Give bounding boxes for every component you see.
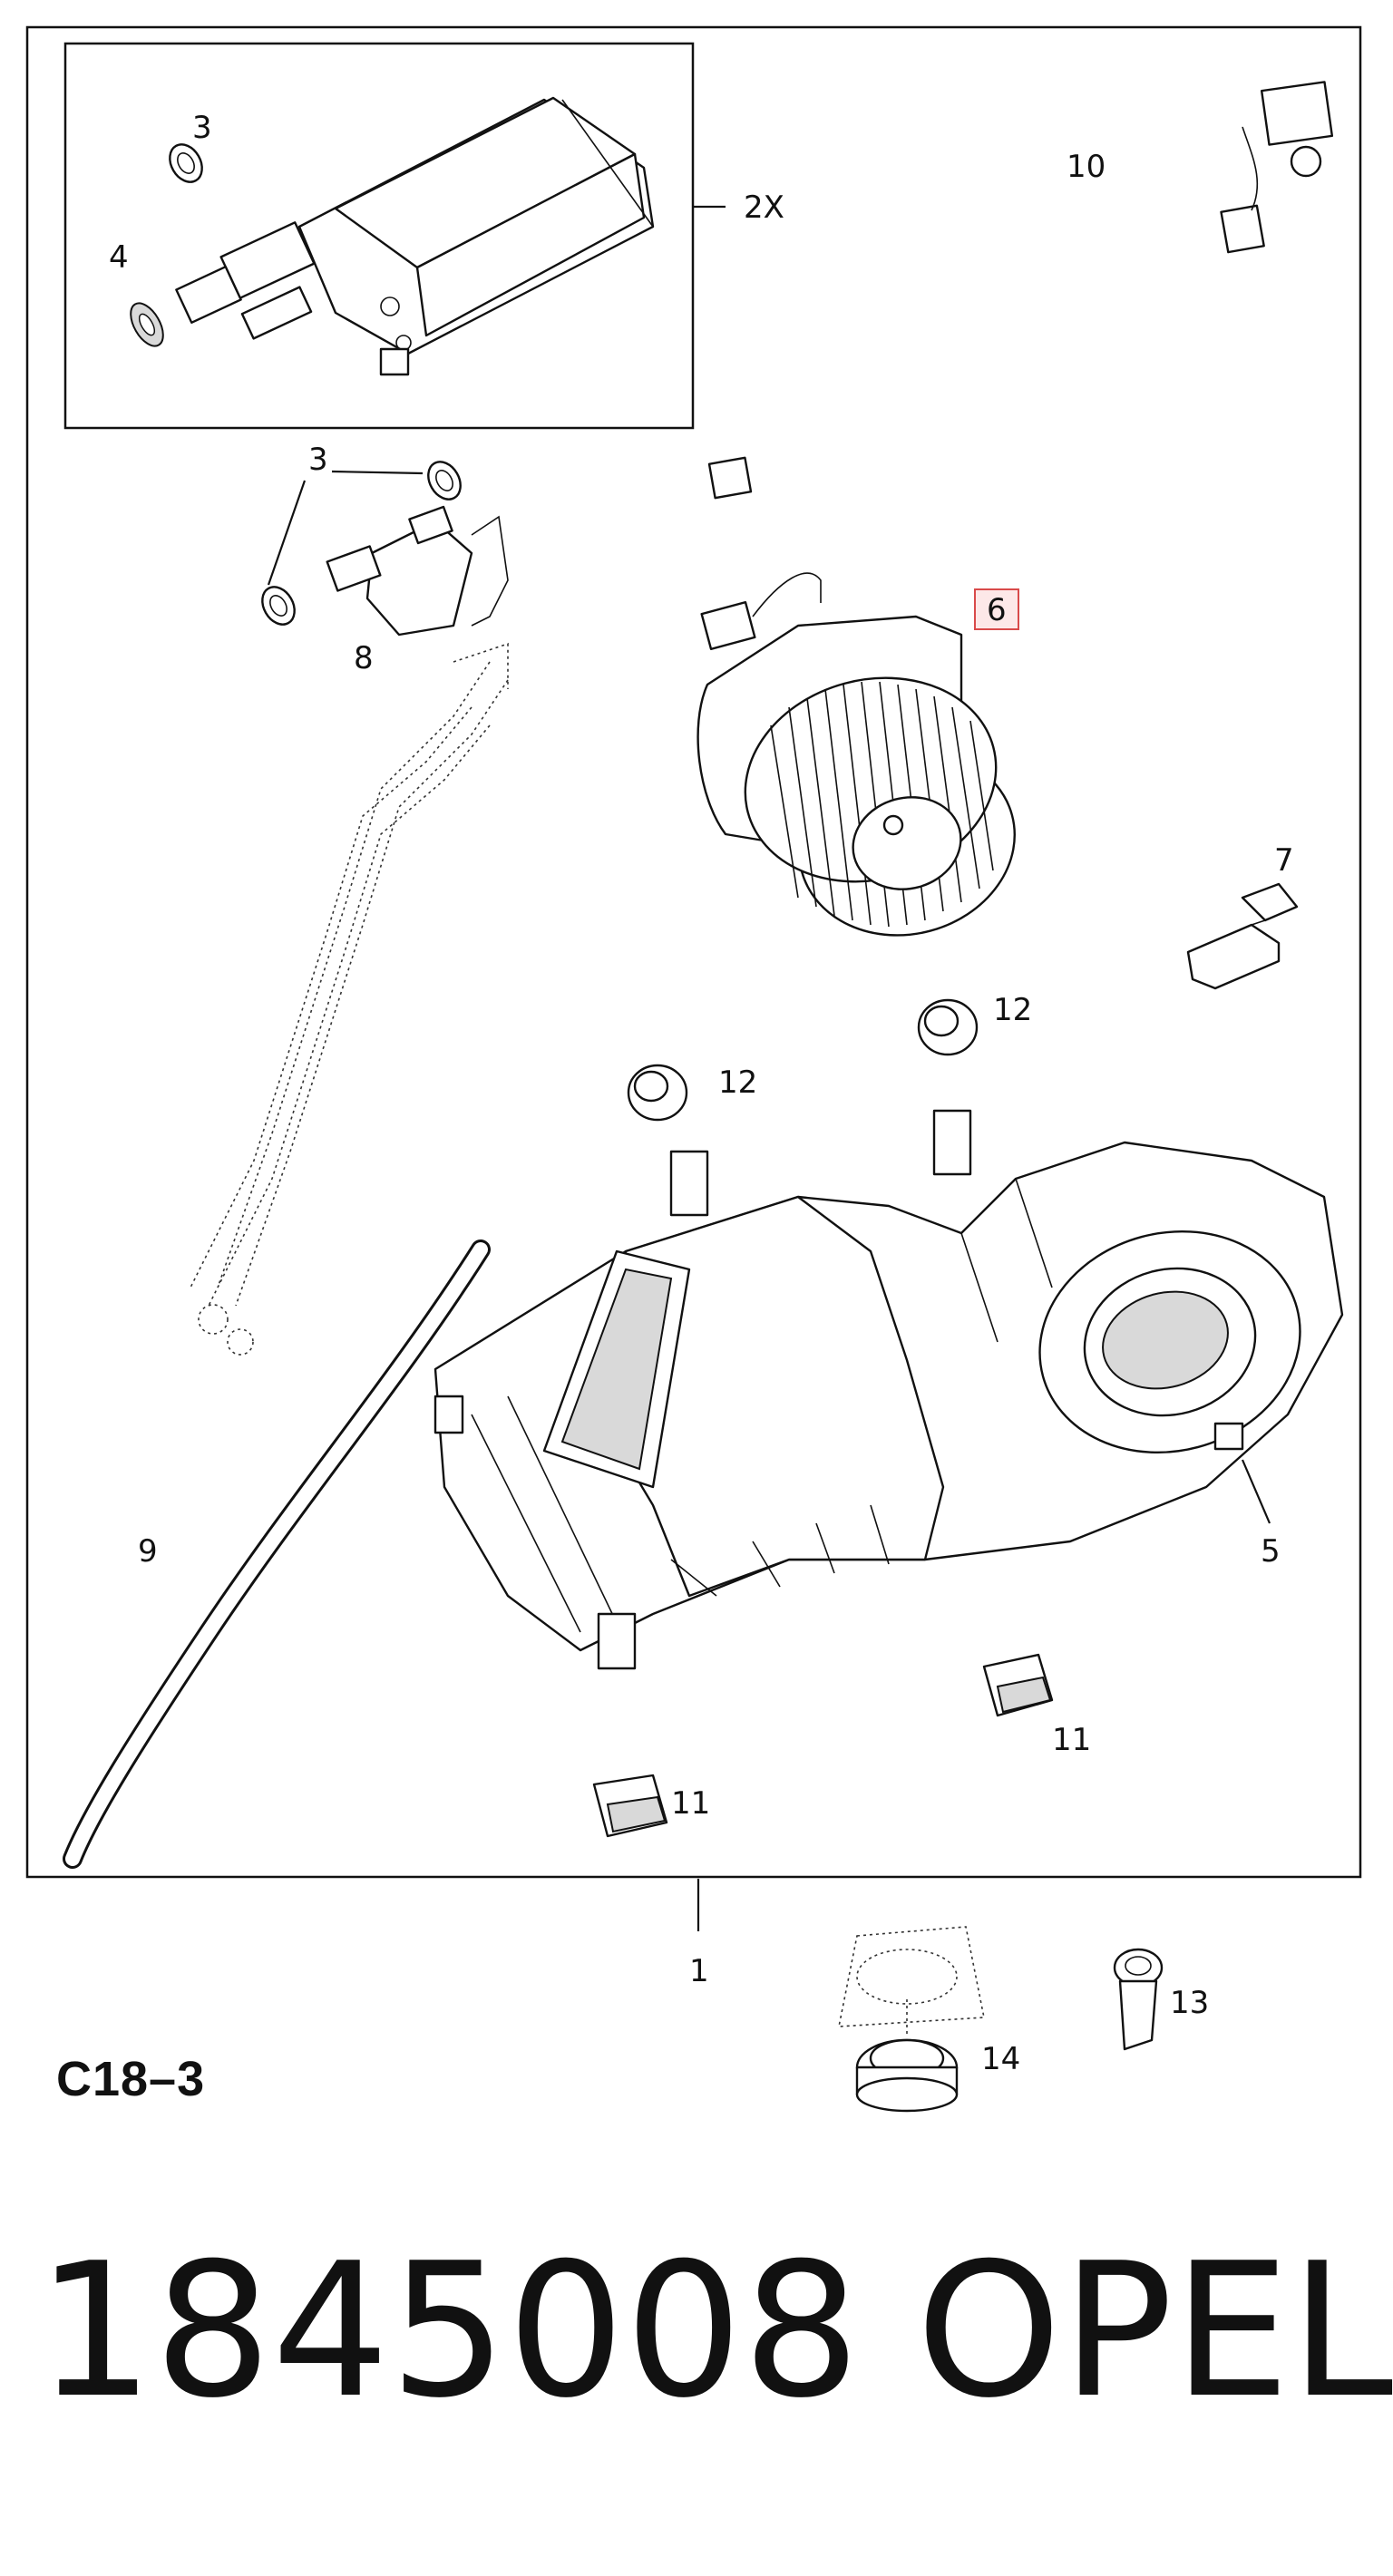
callout-5: 5 bbox=[1261, 1533, 1281, 1570]
mount-12a-illustration bbox=[627, 1064, 688, 1122]
callout-12b: 12 bbox=[718, 1064, 757, 1101]
highlight-box-6 bbox=[974, 588, 1019, 630]
callout-9: 9 bbox=[138, 1533, 158, 1570]
grommet-13-illustration bbox=[1113, 1948, 1164, 2051]
inset-frame bbox=[63, 42, 695, 430]
callout-12a: 12 bbox=[993, 992, 1032, 1028]
heater-housing-illustration bbox=[433, 1109, 1344, 1670]
seal-14-illustration bbox=[838, 1926, 985, 2113]
valve-bracket-illustration bbox=[261, 461, 509, 637]
callout-6: 6 bbox=[987, 592, 1007, 628]
diagram-code-label: C18–3 bbox=[56, 2052, 206, 2106]
callout-10: 10 bbox=[1067, 149, 1106, 185]
callout-14: 14 bbox=[981, 2041, 1020, 2077]
blower-motor-illustration bbox=[696, 572, 1016, 937]
part-number: 1845008 bbox=[36, 2224, 861, 2439]
outer-frame bbox=[25, 25, 1362, 1879]
mount-12b-illustration bbox=[917, 998, 979, 1056]
callout-4: 4 bbox=[109, 239, 129, 276]
callout-11b: 11 bbox=[671, 1785, 710, 1822]
callout-3a: 3 bbox=[192, 110, 212, 146]
clip-7-illustration bbox=[1186, 882, 1299, 990]
clip-11b-illustration bbox=[592, 1774, 668, 1838]
callout-2x: 2X bbox=[744, 190, 784, 226]
callout-13: 13 bbox=[1170, 1985, 1209, 2021]
callout-7: 7 bbox=[1274, 842, 1294, 879]
wiring-harness-illustration bbox=[707, 81, 1334, 500]
resistor-module-illustration bbox=[130, 96, 726, 376]
callout-11a: 11 bbox=[1052, 1722, 1091, 1758]
brand-name: OPEL bbox=[916, 2224, 1393, 2439]
callout-3b: 3 bbox=[308, 442, 328, 478]
drain-hose-illustration bbox=[63, 1239, 491, 1869]
callout-1: 1 bbox=[689, 1953, 709, 1989]
callout-8: 8 bbox=[354, 640, 374, 676]
ghost-pipes-illustration bbox=[190, 642, 509, 1356]
clip-11a-illustration bbox=[982, 1653, 1054, 1717]
